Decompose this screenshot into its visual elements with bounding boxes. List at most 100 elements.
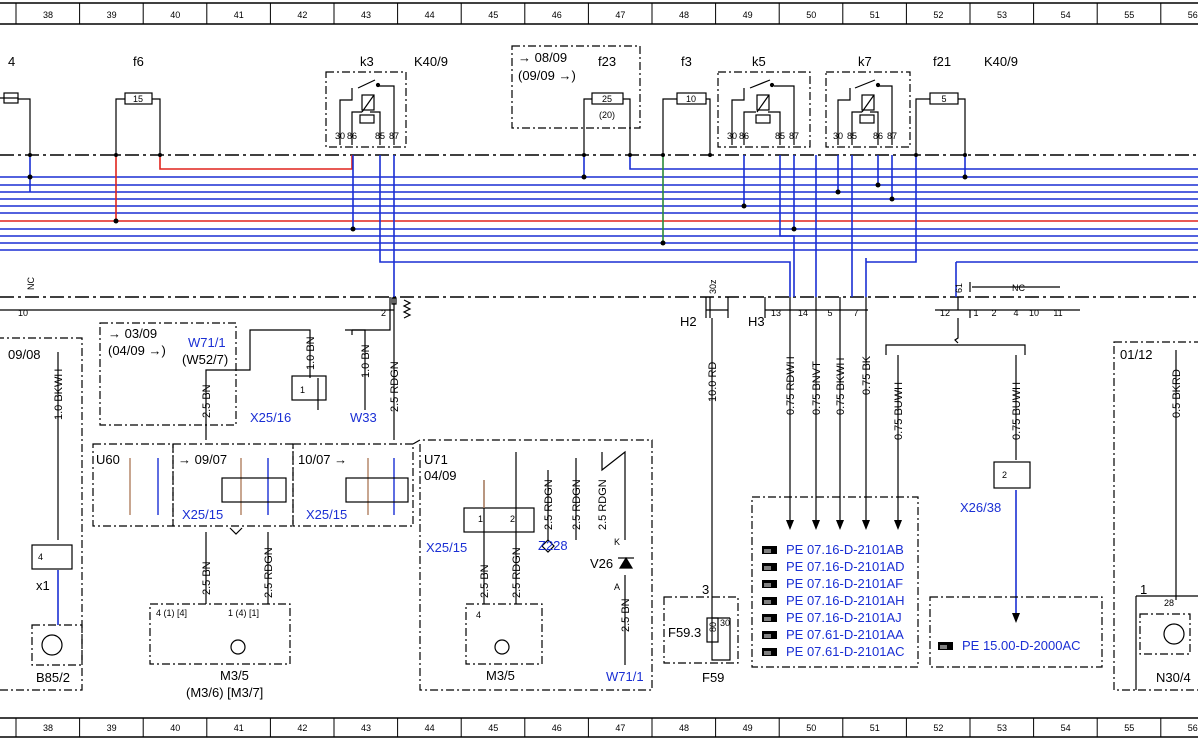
- book-icon: [761, 562, 778, 572]
- wire-25bn-b: 2.5 BN: [201, 561, 213, 595]
- box-m35-left: [149, 603, 291, 665]
- wire-075bkwh: 0.75 BKWH: [835, 357, 847, 415]
- wire-075buwh-a: 0.75 BUWH: [893, 382, 905, 440]
- wire-25rdgn-e: 2.5 RDGN: [263, 547, 275, 598]
- wire-25rdgn-c: 2.5 RDGN: [571, 479, 583, 530]
- wire-075buwh-b: 0.75 BUWH: [1011, 382, 1023, 440]
- pe-reference-link[interactable]: PE 07.61-D-2101AA: [786, 627, 904, 642]
- pin-v26-k: K: [614, 537, 620, 547]
- pin-k7: 86: [873, 131, 883, 141]
- label-num-12: 12: [940, 308, 950, 318]
- fuse-f21: [929, 92, 959, 105]
- label-h2-pin: 30z: [708, 279, 718, 294]
- label-date-0909: (09/09 →): [518, 68, 576, 83]
- fuse-f59-3-rating: 80: [708, 622, 718, 632]
- pe-reference-link[interactable]: PE 07.16-D-2101AH: [786, 593, 905, 608]
- grid-number-top: 56: [1188, 10, 1198, 20]
- label-u71-date: 04/09: [424, 468, 457, 483]
- grid-number-bottom: 48: [679, 723, 689, 733]
- label-x26-38: X26/38: [960, 500, 1001, 515]
- grid-number-bottom: 40: [170, 723, 180, 733]
- label-nc-left: NC: [26, 277, 36, 290]
- pe-reference-link[interactable]: PE 07.16-D-2101AJ: [786, 610, 902, 625]
- fuse-f3-rating: 10: [686, 94, 696, 104]
- grid-number-top: 55: [1124, 10, 1134, 20]
- pin-h3: 7: [853, 308, 858, 318]
- grid-number-bottom: 55: [1124, 723, 1134, 733]
- fuse-f23-alt: (20): [599, 110, 615, 120]
- lower-boxes: [0, 337, 1198, 691]
- pin-right: 4: [1013, 308, 1018, 318]
- label-edge-0112: 01/12: [1120, 347, 1153, 362]
- label-edge-0908: 09/08: [8, 347, 41, 362]
- grid-number-bottom: 45: [488, 723, 498, 733]
- wire-25bn-c: 2.5 BN: [479, 564, 491, 598]
- grid-number-top: 53: [997, 10, 1007, 20]
- label-num-1: 1: [1140, 582, 1147, 597]
- label-f21: f21: [933, 54, 951, 69]
- label-x1: x1: [36, 578, 50, 593]
- top-components: [0, 45, 966, 155]
- label-h2: H2: [680, 314, 697, 329]
- wire-10bn-b: 1.0 BN: [360, 344, 372, 378]
- pin-right: 2: [991, 308, 996, 318]
- date-box-0309: [99, 322, 237, 426]
- grid-number-top: 42: [297, 10, 307, 20]
- pin-k3: 86: [347, 131, 357, 141]
- wire-25bn-a: 2.5 BN: [201, 384, 213, 418]
- pe-reference-link[interactable]: PE 07.61-D-2101AC: [786, 644, 905, 659]
- box-f59: [663, 596, 739, 664]
- label-k40-9-b: K40/9: [984, 54, 1018, 69]
- pe-reference-link[interactable]: PE 15.00-D-2000AC: [962, 638, 1081, 653]
- grid-number-bottom: 51: [870, 723, 880, 733]
- pin-4-x1: 4: [38, 552, 43, 562]
- grid-number-top: 51: [870, 10, 880, 20]
- pin-k7: 85: [847, 131, 857, 141]
- m35-pins-a: 4 (1) [4]: [156, 608, 187, 618]
- grid-number-bottom: 52: [933, 723, 943, 733]
- box-1007: [292, 443, 414, 527]
- label-n30: N30/4: [1156, 670, 1191, 685]
- box-ref-single: [929, 596, 1103, 668]
- fuse-f3: [676, 92, 707, 105]
- label-f23: f23: [598, 54, 616, 69]
- wire-1bkwh: 1.0 BKWH: [53, 369, 65, 420]
- label-b85-2: B85/2: [36, 670, 70, 685]
- arrowheads: [786, 520, 1020, 623]
- pe-reference-link[interactable]: PE 07.16-D-2101AF: [786, 576, 903, 591]
- label-v26: V26: [590, 556, 613, 571]
- label-w71-1-b: W71/1: [606, 669, 644, 684]
- book-icon: [761, 579, 778, 589]
- label-w33: W33: [350, 410, 377, 425]
- grid-number-top: 40: [170, 10, 180, 20]
- book-icon: [761, 596, 778, 606]
- book-icon: [761, 545, 778, 555]
- grid-number-bottom: 38: [43, 723, 53, 733]
- grid-number-top: 44: [425, 10, 435, 20]
- grid-number-bottom: 56: [1188, 723, 1198, 733]
- lower-colored-wires: [129, 458, 485, 515]
- fuse-f6-rating: 15: [133, 94, 143, 104]
- wire-25rdgn-a: 2.5 RDGN: [389, 361, 401, 412]
- grid-number-bottom: 54: [1061, 723, 1071, 733]
- grid-number-top: 39: [107, 10, 117, 20]
- label-h3: H3: [748, 314, 765, 329]
- connector-blocks: [31, 477, 1185, 656]
- pin-k5: 85: [775, 131, 785, 141]
- label-f6: f6: [133, 54, 144, 69]
- label-f59-3: F59.3: [668, 625, 701, 640]
- wire-05bkrd: 0.5 BKRD: [1171, 369, 1183, 418]
- grid-number-bottom: 49: [743, 723, 753, 733]
- pe-reference-link[interactable]: PE 07.16-D-2101AD: [786, 559, 905, 574]
- grid-number-bottom: 50: [806, 723, 816, 733]
- label-x25-16: X25/16: [250, 410, 291, 425]
- label-w71-1: W71/1: [188, 335, 226, 350]
- pe-reference-link[interactable]: PE 07.16-D-2101AB: [786, 542, 904, 557]
- pin-k5: 87: [789, 131, 799, 141]
- grid-number-bottom: 42: [297, 723, 307, 733]
- pin-h3: 5: [827, 308, 832, 318]
- book-icon: [761, 647, 778, 657]
- grid-number-top: 45: [488, 10, 498, 20]
- pin-k3: 30: [335, 131, 345, 141]
